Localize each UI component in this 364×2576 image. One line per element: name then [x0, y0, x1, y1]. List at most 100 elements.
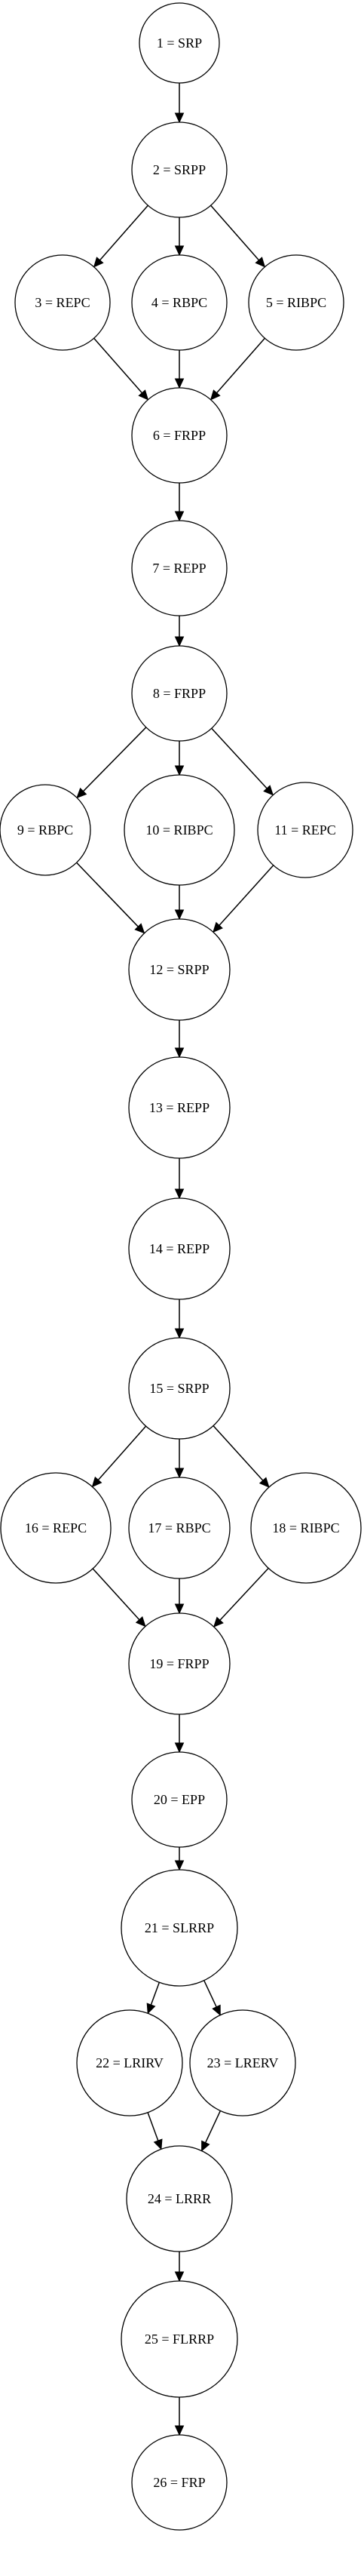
edge-n6-n7 — [174, 483, 185, 522]
arrowhead-icon — [174, 1047, 185, 1059]
arrowhead-icon — [212, 2004, 221, 2016]
arrowhead-icon — [201, 2140, 210, 2152]
edge-line — [213, 1425, 264, 1481]
arrowhead-icon — [174, 1603, 185, 1615]
node-label: 3 = REPC — [35, 295, 90, 310]
node-label: 23 = LRERV — [207, 2055, 279, 2070]
node-n10: 10 = RIBPC — [124, 774, 235, 886]
node-n7: 7 = REPP — [131, 520, 228, 616]
node-n18: 18 = RIBPC — [250, 1472, 362, 1584]
diagram-edges — [76, 83, 274, 2436]
arrowhead-icon — [146, 2003, 156, 2015]
arrowhead-icon — [174, 765, 185, 776]
node-circle — [128, 1056, 231, 1159]
arrowhead-icon — [174, 1188, 185, 1200]
edge-n12-n13 — [174, 1020, 185, 1059]
arrowhead-icon — [138, 389, 149, 401]
node-circle — [76, 2009, 183, 2116]
arrowhead-icon — [174, 245, 185, 257]
node-circle — [126, 2145, 233, 2252]
arrowhead-icon — [76, 787, 87, 799]
node-circle — [14, 254, 111, 351]
node-circle — [0, 784, 91, 876]
edge-n15-n18 — [213, 1425, 270, 1488]
node-circle — [128, 1197, 231, 1300]
node-circle — [131, 2434, 228, 2531]
edge-n13-n14 — [174, 1158, 185, 1200]
node-circle — [139, 2, 220, 84]
node-n11: 11 = REPC — [257, 782, 353, 878]
arrowhead-icon — [213, 921, 223, 933]
edge-n7-n8 — [174, 616, 185, 647]
edge-line — [211, 727, 268, 789]
edge-n8-n10 — [174, 741, 185, 776]
arrowhead-icon — [134, 923, 145, 934]
node-n16: 16 = REPC — [0, 1472, 112, 1584]
edge-n8-n9 — [76, 727, 147, 799]
arrowhead-icon — [93, 257, 104, 268]
edge-line — [219, 865, 274, 926]
edge-line — [210, 204, 259, 261]
node-n12: 12 = SRPP — [128, 918, 231, 1021]
edge-line — [216, 337, 265, 394]
node-label: 20 = EPP — [154, 1792, 205, 1807]
edge-n2-n5 — [210, 204, 266, 268]
edge-line — [97, 1425, 147, 1480]
edge-n17-n19 — [174, 1578, 185, 1615]
arrowhead-icon — [135, 1616, 146, 1628]
edge-n15-n16 — [91, 1425, 147, 1488]
edge-n8-n11 — [211, 727, 274, 796]
arrowhead-icon — [91, 1476, 102, 1488]
edge-n25-n26 — [174, 2397, 185, 2436]
node-label: 12 = SRPP — [149, 962, 209, 977]
node-circle — [128, 1477, 231, 1579]
arrowhead-icon — [174, 511, 185, 522]
node-label: 10 = RIBPC — [145, 822, 213, 838]
arrowhead-icon — [210, 389, 221, 401]
edge-line — [204, 2110, 222, 2144]
edge-line — [99, 204, 148, 261]
node-circle — [124, 774, 235, 886]
node-label: 15 = SRPP — [149, 1381, 209, 1396]
node-label: 22 = LRIRV — [96, 2055, 164, 2070]
node-n9: 9 = RBPC — [0, 784, 91, 876]
node-circle — [121, 2280, 238, 2398]
arrowhead-icon — [174, 636, 185, 647]
node-n14: 14 = REPP — [128, 1197, 231, 1300]
node-circle — [131, 254, 228, 351]
edge-line — [150, 1981, 161, 2006]
arrowhead-icon — [174, 2425, 185, 2436]
edge-line — [203, 1980, 217, 2008]
node-label: 5 = RIBPC — [266, 295, 326, 310]
node-label: 8 = FRPP — [153, 686, 206, 701]
node-circle — [189, 2009, 296, 2116]
node-n25: 25 = FLRRP — [121, 2280, 238, 2398]
node-n5: 5 = RIBPC — [248, 254, 344, 351]
node-label: 25 = FLRRP — [145, 2332, 214, 2347]
node-circle — [250, 1472, 362, 1584]
node-n2: 2 = SRPP — [131, 121, 228, 218]
arrowhead-icon — [174, 2271, 185, 2282]
node-circle — [128, 918, 231, 1021]
arrowhead-icon — [174, 1328, 185, 1339]
node-n8: 8 = FRPP — [131, 645, 228, 742]
node-n23: 23 = LRERV — [189, 2009, 296, 2116]
node-label: 9 = RBPC — [17, 822, 73, 838]
node-label: 1 = SRP — [157, 35, 202, 51]
edge-line — [92, 1568, 140, 1621]
edge-n10-n12 — [174, 885, 185, 921]
edge-n15-n17 — [174, 1439, 185, 1479]
arrowhead-icon — [174, 1742, 185, 1754]
edge-n9-n12 — [76, 862, 145, 934]
edge-line — [76, 862, 139, 927]
edge-n5-n6 — [210, 337, 265, 401]
node-label: 13 = REPP — [149, 1100, 210, 1115]
node-label: 6 = FRPP — [153, 428, 206, 443]
edge-n24-n25 — [174, 2252, 185, 2282]
arrowhead-icon — [174, 378, 185, 389]
node-circle — [121, 1869, 238, 1987]
edge-line — [82, 727, 147, 792]
arrowhead-icon — [153, 2138, 163, 2150]
